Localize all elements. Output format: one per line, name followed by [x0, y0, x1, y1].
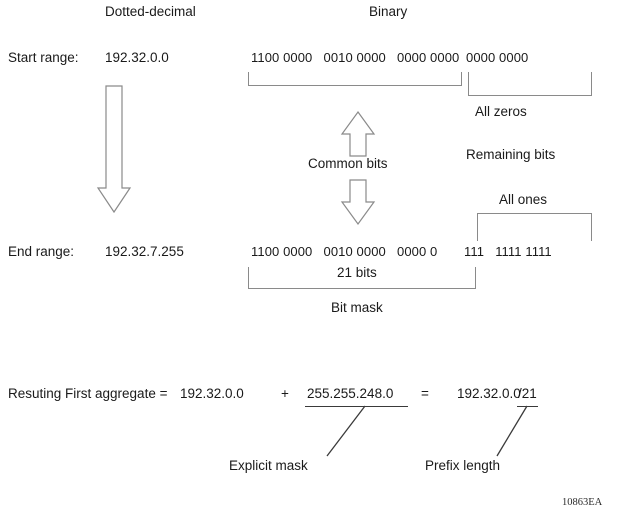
end-range-binary-common: 1100 0000 0010 0000 0000 0 [251, 244, 438, 259]
equation-plus-operator: + [281, 386, 289, 401]
start-range-label: Start range: [8, 50, 79, 65]
figure-id-code: 10863EA [562, 497, 603, 508]
explicit-mask-leader-line [326, 405, 366, 457]
equation-result-prefix: /21 [518, 386, 537, 401]
common-bits-up-block-arrow-icon [340, 110, 376, 157]
start-range-binary-common: 1100 0000 0010 0000 0000 0000 [251, 50, 460, 65]
explicit-mask-underline [305, 406, 408, 407]
start-range-dotted-decimal: 192.32.0.0 [105, 50, 169, 65]
equation-base-address: 192.32.0.0 [180, 386, 244, 401]
common-bits-label: Common bits [308, 156, 388, 171]
range-span-down-arrow-icon [96, 85, 132, 214]
bit-mask-label: Bit mask [331, 300, 383, 315]
all-ones-bracket [477, 213, 592, 241]
remaining-bits-label: Remaining bits [466, 147, 556, 162]
end-range-label: End range: [8, 244, 75, 259]
equation-equals-operator: = [421, 386, 429, 401]
bit-count-label: 21 bits [331, 265, 383, 281]
end-range-dotted-decimal: 192.32.7.255 [105, 244, 184, 259]
column-header-dotted-decimal: Dotted-decimal [105, 4, 196, 19]
prefix-length-label: Prefix length [425, 458, 501, 473]
column-header-binary: Binary [369, 4, 408, 19]
all-zeros-label: All zeros [475, 104, 527, 119]
bit-mask-bracket [248, 267, 476, 289]
start-range-binary-remaining: 0000 0000 [466, 50, 529, 65]
common-bits-down-block-arrow-icon [340, 179, 376, 226]
equation-result-network: 192.32.0.0 [457, 386, 521, 401]
end-range-binary-remaining: 111 1111 1111 [464, 244, 552, 259]
common-bits-bracket-top [248, 72, 462, 86]
all-ones-label: All ones [499, 192, 548, 207]
all-zeros-bracket [468, 72, 592, 96]
prefix-length-leader-line [496, 405, 528, 457]
explicit-mask-label: Explicit mask [229, 458, 308, 473]
equation-explicit-mask-value: 255.255.248.0 [307, 386, 394, 401]
equation-lead-in: Resuting First aggregate = [8, 386, 168, 401]
prefix-length-underline [517, 406, 538, 407]
